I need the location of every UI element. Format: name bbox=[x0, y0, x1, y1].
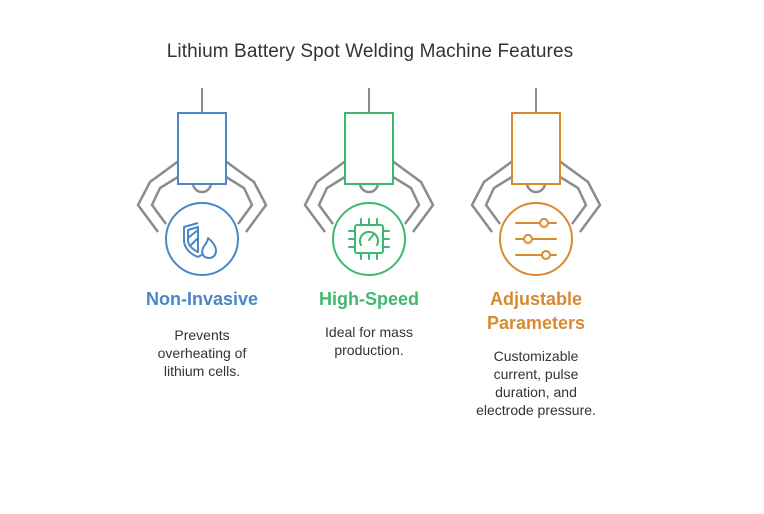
welding-arm-orange bbox=[470, 88, 602, 276]
feature-desc-line: current, pulse bbox=[493, 366, 579, 382]
shield-flame-icon bbox=[183, 222, 217, 259]
feature-desc-line: overheating of bbox=[157, 345, 247, 361]
feature-adjustable-parameters: Adjustable Parameters Customizable curre… bbox=[436, 0, 636, 514]
page-title: Lithium Battery Spot Welding Machine Fea… bbox=[166, 41, 574, 62]
feature-desc-line: lithium cells. bbox=[163, 363, 241, 379]
feature-title: High-Speed bbox=[318, 289, 419, 309]
feature-non-invasive: Non-Invasive Prevents overheating of lit… bbox=[102, 0, 302, 514]
feature-desc-line: Customizable bbox=[493, 348, 579, 364]
feature-desc-line: duration, and bbox=[495, 384, 577, 400]
feature-title: Adjustable bbox=[489, 289, 582, 309]
feature-title: Non-Invasive bbox=[145, 289, 259, 309]
welding-arm-blue bbox=[136, 88, 268, 276]
feature-desc-line: Prevents bbox=[174, 327, 230, 343]
sliders-icon bbox=[515, 218, 557, 260]
welding-arm-green bbox=[303, 88, 435, 276]
feature-title: Parameters bbox=[486, 313, 586, 333]
feature-desc-line: Ideal for mass bbox=[325, 324, 413, 340]
feature-desc-line: electrode pressure. bbox=[476, 402, 596, 418]
feature-high-speed: High-Speed Ideal for mass production. bbox=[269, 0, 469, 514]
chip-gauge-icon bbox=[348, 218, 390, 260]
feature-desc-line: production. bbox=[334, 342, 404, 358]
